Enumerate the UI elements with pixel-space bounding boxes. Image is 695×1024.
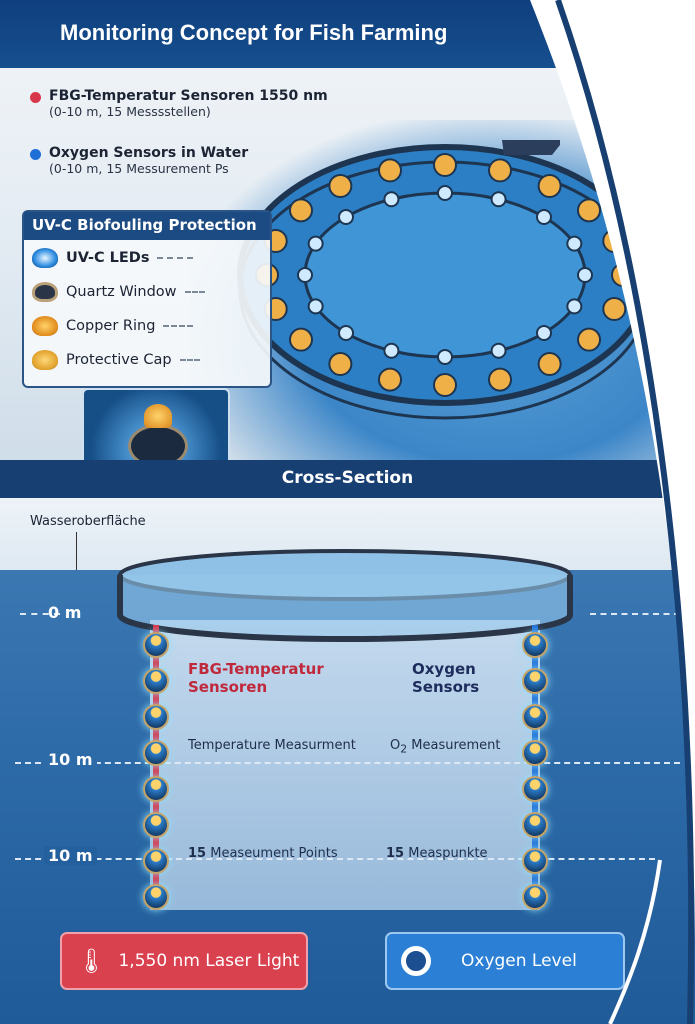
legend-oxygen-label: Oxygen Sensors in Water bbox=[49, 145, 249, 161]
depth-line-10m bbox=[15, 762, 680, 764]
sensor-node-icon bbox=[537, 351, 562, 376]
fbg-points-label: 15 Measeument Points bbox=[188, 846, 338, 861]
oxygen-level-label: Oxygen Level bbox=[461, 951, 577, 971]
uvc-item-cap: Protective Cap bbox=[32, 350, 200, 370]
depth-line-10m-2 bbox=[15, 858, 655, 860]
sensor-node-icon bbox=[566, 298, 583, 315]
sensor-node-icon bbox=[602, 296, 627, 321]
sensor-node-icon bbox=[288, 327, 313, 352]
sensor-node-icon bbox=[433, 153, 457, 177]
uvc-protection-box: UV-C Biofouling Protection UV-C LEDs Qua… bbox=[22, 210, 272, 388]
uvc-item-copper: Copper Ring bbox=[32, 316, 194, 336]
uvc-item-label: Protective Cap bbox=[66, 352, 172, 368]
fbg-sensor-icon bbox=[143, 632, 169, 658]
fbg-sensor-icon bbox=[143, 884, 169, 910]
uvc-item-label: Quartz Window bbox=[66, 284, 177, 300]
copper-ring-icon bbox=[32, 316, 58, 336]
sensor-node-icon bbox=[566, 235, 583, 252]
depth-label-10m: 10 m bbox=[44, 750, 97, 769]
sensor-node-icon bbox=[338, 209, 355, 226]
sensor-node-icon bbox=[383, 342, 400, 359]
oxygen-sensor-icon bbox=[522, 740, 548, 766]
laser-light-label: 1,550 nm Laser Light bbox=[118, 951, 300, 971]
sensor-node-icon bbox=[535, 209, 552, 226]
legend-fbg: FBG-Temperatur Sensoren 1550 nm (0-10 m,… bbox=[30, 88, 328, 119]
depth-line-0-right bbox=[590, 613, 680, 615]
o2-bubbles-icon bbox=[401, 946, 431, 976]
legend-fbg-sub: (0-10 m, 15 Messsstellen) bbox=[49, 104, 211, 119]
sensor-node-icon bbox=[433, 373, 457, 397]
sensor-node-icon bbox=[328, 351, 353, 376]
sensor-node-icon bbox=[488, 367, 513, 392]
fbg-sensor-icon bbox=[143, 812, 169, 838]
sensor-node-icon bbox=[535, 324, 552, 341]
cage-side-view bbox=[117, 549, 573, 642]
depth-label-10m-2: 10 m bbox=[44, 846, 97, 865]
uvc-item-quartz: Quartz Window bbox=[32, 282, 205, 302]
red-dot-icon bbox=[30, 92, 41, 103]
fbg-sensor-icon bbox=[143, 740, 169, 766]
sensor-node-icon bbox=[490, 191, 507, 208]
oxygen-level-button[interactable]: Oxygen Level bbox=[385, 932, 625, 990]
protective-cap-icon bbox=[32, 350, 58, 370]
thermometer-icon: 🌡 bbox=[76, 947, 107, 975]
sensor-node-icon bbox=[577, 267, 593, 283]
page-title: Monitoring Concept for Fish Farming bbox=[60, 20, 448, 45]
o2-measurement-label: O2 Measurement bbox=[390, 738, 501, 756]
measurement-column bbox=[150, 620, 540, 910]
fbg-sensor-icon bbox=[143, 776, 169, 802]
temperature-measurement-label: Temperature Measurment bbox=[188, 738, 356, 753]
sensor-node-icon bbox=[307, 298, 324, 315]
sensor-node-icon bbox=[537, 174, 562, 199]
oxygen-sensor-icon bbox=[522, 884, 548, 910]
boat-icon bbox=[502, 140, 560, 155]
sensor-node-icon bbox=[577, 198, 602, 223]
sensor-node-icon bbox=[437, 185, 453, 201]
sensor-node-icon bbox=[577, 327, 602, 352]
depth-label-0m: 0 m bbox=[48, 603, 82, 622]
fbg-sensor-icon bbox=[143, 848, 169, 874]
fbg-sensor-icon bbox=[143, 704, 169, 730]
oxygen-sensor-icon bbox=[522, 812, 548, 838]
surface-pointer bbox=[76, 532, 77, 582]
depth-line-0 bbox=[20, 613, 60, 615]
sensor-node-icon bbox=[377, 367, 402, 392]
oxygen-sensor-icon bbox=[522, 848, 548, 874]
oxygen-sensor-icon bbox=[522, 668, 548, 694]
fbg-sensor-icon bbox=[143, 668, 169, 694]
oxygen-sensor-icon bbox=[522, 632, 548, 658]
legend-fbg-label: FBG-Temperatur Sensoren 1550 nm bbox=[49, 88, 328, 104]
sensor-node-icon bbox=[328, 174, 353, 199]
sensor-node-icon bbox=[383, 191, 400, 208]
sensor-node-icon bbox=[338, 324, 355, 341]
oxygen-sensor-icon bbox=[522, 704, 548, 730]
sensor-node-icon bbox=[488, 158, 513, 183]
led-icon bbox=[32, 248, 58, 268]
sensor-node-icon bbox=[437, 349, 453, 365]
sensor-node-icon bbox=[288, 198, 313, 223]
cross-section-bar bbox=[0, 460, 695, 498]
sensor-node-icon bbox=[490, 342, 507, 359]
uvc-item-leds: UV-C LEDs bbox=[32, 248, 194, 268]
blue-dot-icon bbox=[30, 149, 41, 160]
cross-section-title: Cross-Section bbox=[281, 468, 414, 488]
uvc-item-label: Copper Ring bbox=[66, 318, 156, 334]
oxygen-points-label: 15 Measpunkte bbox=[386, 846, 488, 861]
sensor-node-icon bbox=[307, 235, 324, 252]
sensor-node-icon bbox=[297, 267, 313, 283]
legend-oxygen-sub: (0-10 m, 15 Messurement Ps bbox=[49, 161, 229, 176]
sensor-node-icon bbox=[377, 158, 402, 183]
uvc-item-label: UV-C LEDs bbox=[66, 250, 150, 266]
legend-oxygen: Oxygen Sensors in Water (0-10 m, 15 Mess… bbox=[30, 145, 248, 176]
surface-label: Wasseroberfläche bbox=[30, 514, 146, 529]
oxygen-sensor-icon bbox=[522, 776, 548, 802]
quartz-window-icon bbox=[32, 282, 58, 302]
uvc-title: UV-C Biofouling Protection bbox=[24, 212, 270, 240]
laser-light-button[interactable]: 🌡 1,550 nm Laser Light bbox=[60, 932, 308, 990]
